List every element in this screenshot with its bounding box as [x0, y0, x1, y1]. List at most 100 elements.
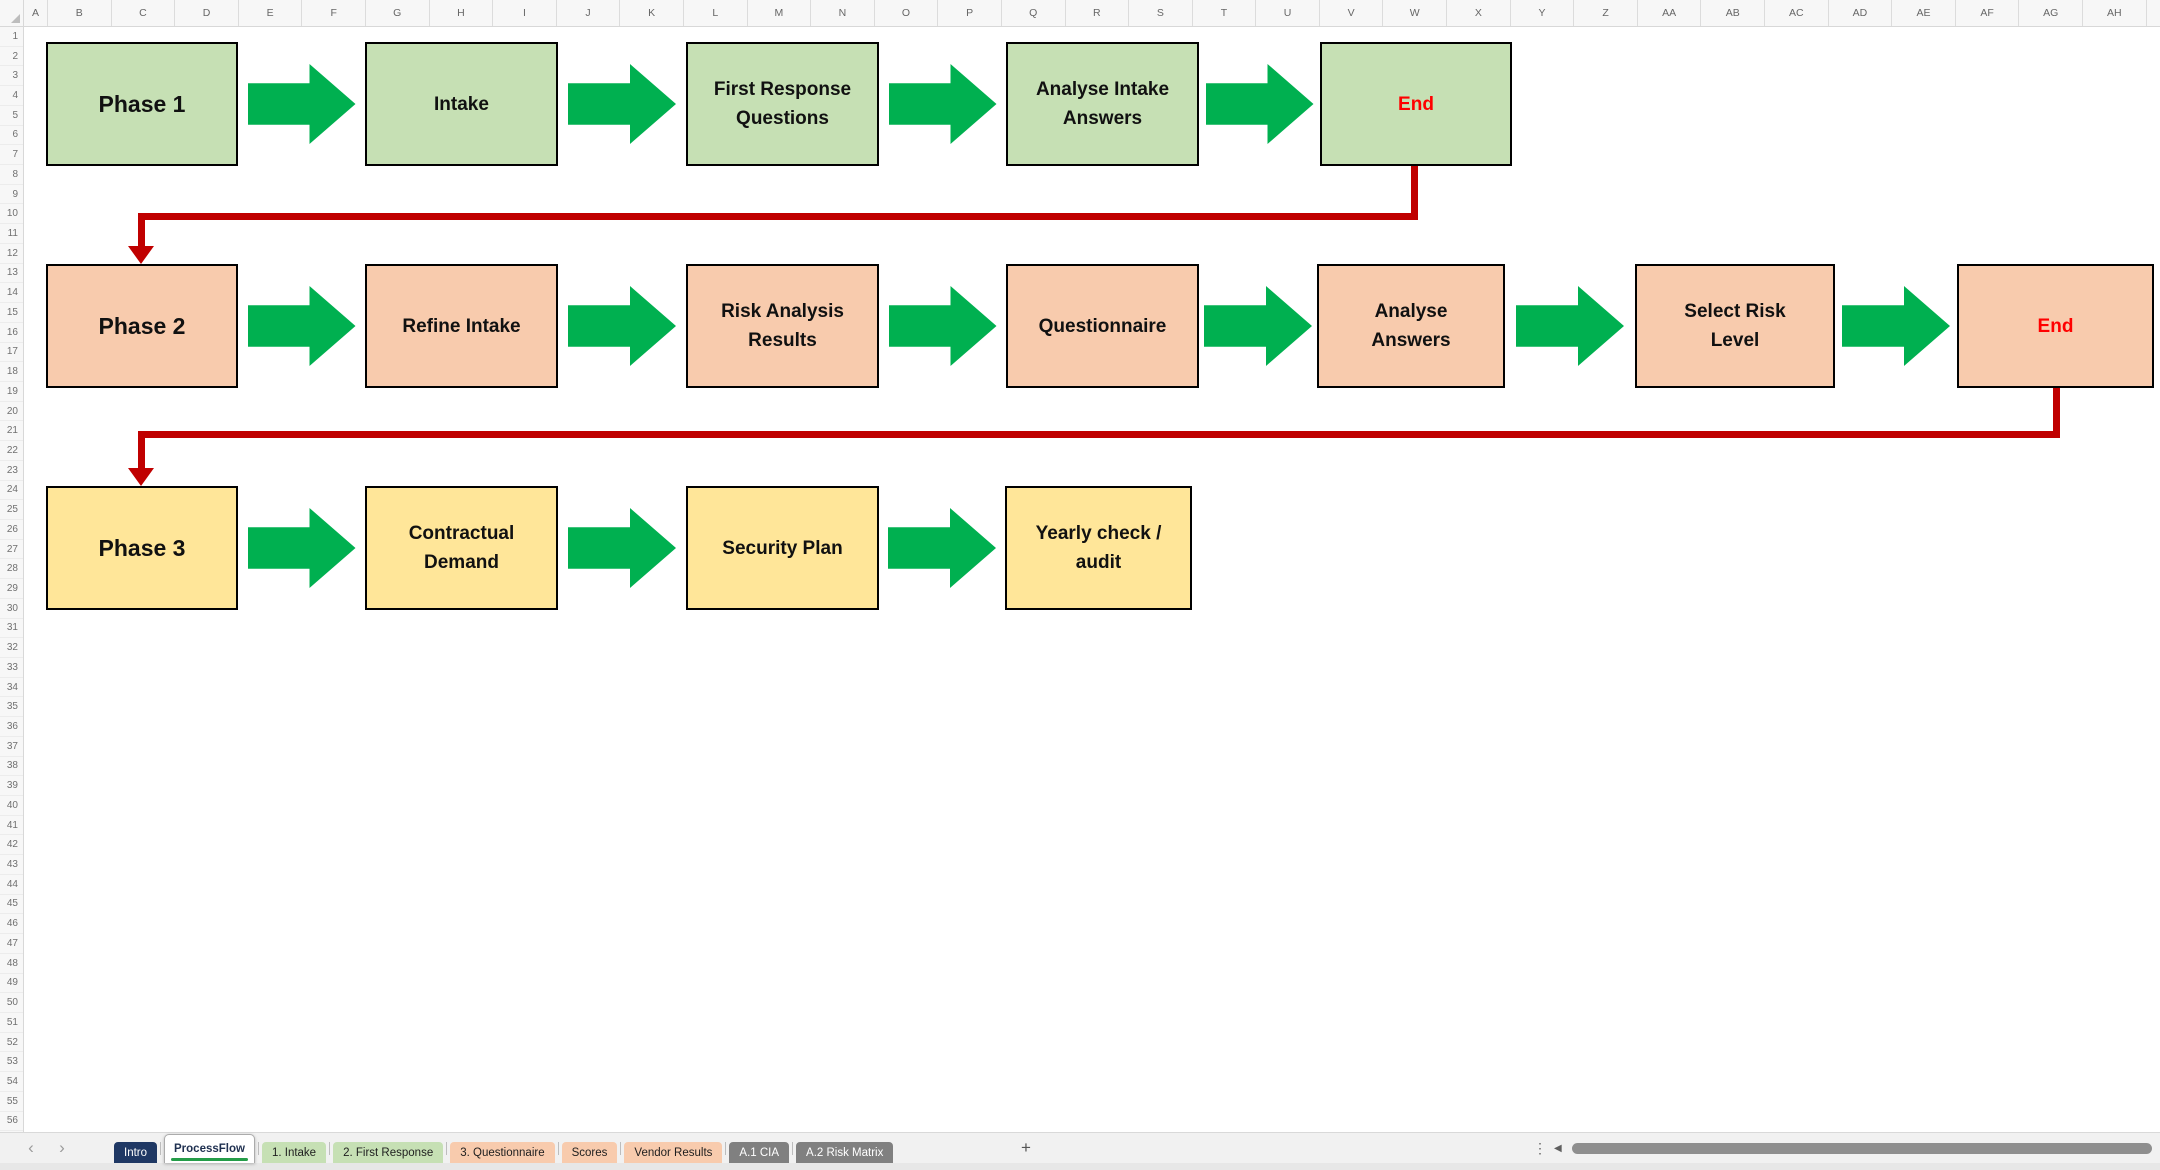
row-header-22[interactable]: 22	[0, 441, 23, 461]
row-header-2[interactable]: 2	[0, 47, 23, 67]
column-header-p[interactable]: P	[938, 0, 1002, 26]
select-all-button[interactable]	[0, 0, 24, 27]
flow-arrow-right-icon[interactable]	[568, 64, 676, 144]
row-header-39[interactable]: 39	[0, 776, 23, 797]
connector-1-down[interactable]	[137, 212, 145, 246]
hscroll-left-arrow-icon[interactable]: ◀	[1554, 1143, 1562, 1154]
row-header-50[interactable]: 50	[0, 993, 23, 1013]
sheet-tab-processflow[interactable]: ProcessFlow	[164, 1134, 255, 1163]
flow-box-phase-2[interactable]: Phase 2	[46, 264, 238, 388]
row-header-40[interactable]: 40	[0, 796, 23, 816]
sheet-tab-1-intake[interactable]: 1. Intake	[261, 1142, 327, 1163]
flow-arrow-right-icon[interactable]	[247, 64, 356, 144]
column-header-b[interactable]: B	[48, 0, 112, 26]
column-header-n[interactable]: N	[811, 0, 875, 26]
row-header-55[interactable]: 55	[0, 1092, 23, 1112]
flow-arrow-right-icon[interactable]	[1516, 286, 1624, 366]
row-header-41[interactable]: 41	[0, 816, 23, 836]
row-header-19[interactable]: 19	[0, 382, 23, 402]
row-header-7[interactable]: 7	[0, 145, 23, 166]
row-header-31[interactable]: 31	[0, 619, 23, 639]
column-header-ag[interactable]: AG	[2019, 0, 2083, 26]
connector-1-drop[interactable]	[1410, 166, 1418, 220]
column-header-o[interactable]: O	[874, 0, 939, 26]
row-header-23[interactable]: 23	[0, 461, 23, 481]
flow-box-end[interactable]: End	[1320, 42, 1512, 166]
column-header-ah[interactable]: AH	[2083, 0, 2147, 26]
row-header-38[interactable]: 38	[0, 757, 23, 777]
sheet-tab-2-first-response[interactable]: 2. First Response	[333, 1142, 444, 1163]
row-header-29[interactable]: 29	[0, 579, 23, 599]
column-header-r[interactable]: R	[1065, 0, 1130, 26]
tab-splitter-handle[interactable]: ⋮	[1533, 1140, 1547, 1156]
row-header-32[interactable]: 32	[0, 638, 23, 658]
flow-arrow-right-icon[interactable]	[247, 508, 356, 588]
column-header-aa[interactable]: AA	[1637, 0, 1702, 26]
sheet-tab-3-questionnaire[interactable]: 3. Questionnaire	[450, 1142, 555, 1163]
row-header-45[interactable]: 45	[0, 895, 23, 915]
row-header-49[interactable]: 49	[0, 974, 23, 994]
row-header-36[interactable]: 36	[0, 717, 23, 737]
column-header-e[interactable]: E	[238, 0, 303, 26]
flow-arrow-right-icon[interactable]	[1204, 286, 1312, 366]
row-header-44[interactable]: 44	[0, 875, 23, 895]
column-header-m[interactable]: M	[747, 0, 812, 26]
row-header-47[interactable]: 47	[0, 934, 23, 954]
row-header-10[interactable]: 10	[0, 204, 23, 225]
row-header-56[interactable]: 56	[0, 1112, 23, 1132]
row-header-48[interactable]: 48	[0, 954, 23, 974]
row-header-34[interactable]: 34	[0, 678, 23, 698]
column-header-d[interactable]: D	[175, 0, 239, 26]
row-header-11[interactable]: 11	[0, 224, 23, 244]
column-header-ad[interactable]: AD	[1828, 0, 1893, 26]
column-header-v[interactable]: V	[1319, 0, 1384, 26]
row-header-3[interactable]: 3	[0, 66, 23, 87]
row-header-42[interactable]: 42	[0, 835, 23, 856]
flow-box-refine-intake[interactable]: Refine Intake	[365, 264, 558, 388]
column-header-w[interactable]: W	[1383, 0, 1448, 26]
sheet-tab-scores[interactable]: Scores	[561, 1142, 618, 1163]
flow-arrow-right-icon[interactable]	[568, 508, 676, 588]
flow-arrow-right-icon[interactable]	[1205, 64, 1314, 144]
row-header-26[interactable]: 26	[0, 520, 23, 540]
flow-box-phase-1[interactable]: Phase 1	[46, 42, 238, 166]
column-header-t[interactable]: T	[1192, 0, 1257, 26]
column-header-ab[interactable]: AB	[1701, 0, 1766, 26]
column-header-s[interactable]: S	[1129, 0, 1193, 26]
column-header-ac[interactable]: AC	[1765, 0, 1829, 26]
column-header-af[interactable]: AF	[1955, 0, 2020, 26]
column-header-k[interactable]: K	[620, 0, 684, 26]
column-header-h[interactable]: H	[429, 0, 494, 26]
row-header-46[interactable]: 46	[0, 914, 23, 935]
row-header-51[interactable]: 51	[0, 1013, 23, 1033]
sheet-tab-a-1-cia[interactable]: A.1 CIA	[729, 1142, 790, 1163]
column-header-q[interactable]: Q	[1001, 0, 1066, 26]
row-header-28[interactable]: 28	[0, 559, 23, 580]
row-header-6[interactable]: 6	[0, 126, 23, 146]
flow-arrow-right-icon[interactable]	[888, 64, 997, 144]
row-header-33[interactable]: 33	[0, 658, 23, 678]
row-header-25[interactable]: 25	[0, 500, 23, 520]
row-header-12[interactable]: 12	[0, 244, 23, 264]
column-header-u[interactable]: U	[1256, 0, 1320, 26]
flow-arrow-right-icon[interactable]	[568, 286, 676, 366]
row-header-53[interactable]: 53	[0, 1052, 23, 1073]
column-header-g[interactable]: G	[365, 0, 430, 26]
sheet-nav-left-button[interactable]: ‹	[28, 1138, 34, 1157]
flow-box-phase-3[interactable]: Phase 3	[46, 486, 238, 610]
row-header-24[interactable]: 24	[0, 481, 23, 501]
row-header-16[interactable]: 16	[0, 323, 23, 343]
column-header-y[interactable]: Y	[1510, 0, 1575, 26]
row-header-4[interactable]: 4	[0, 86, 23, 106]
flow-arrow-right-icon[interactable]	[888, 286, 997, 366]
row-header-35[interactable]: 35	[0, 697, 23, 718]
new-sheet-button[interactable]: +	[1021, 1138, 1031, 1157]
row-header-37[interactable]: 37	[0, 737, 23, 757]
row-header-18[interactable]: 18	[0, 362, 23, 382]
column-header-l[interactable]: L	[683, 0, 748, 26]
row-header-15[interactable]: 15	[0, 303, 23, 323]
sheet-nav-right-button[interactable]: ›	[59, 1138, 65, 1157]
